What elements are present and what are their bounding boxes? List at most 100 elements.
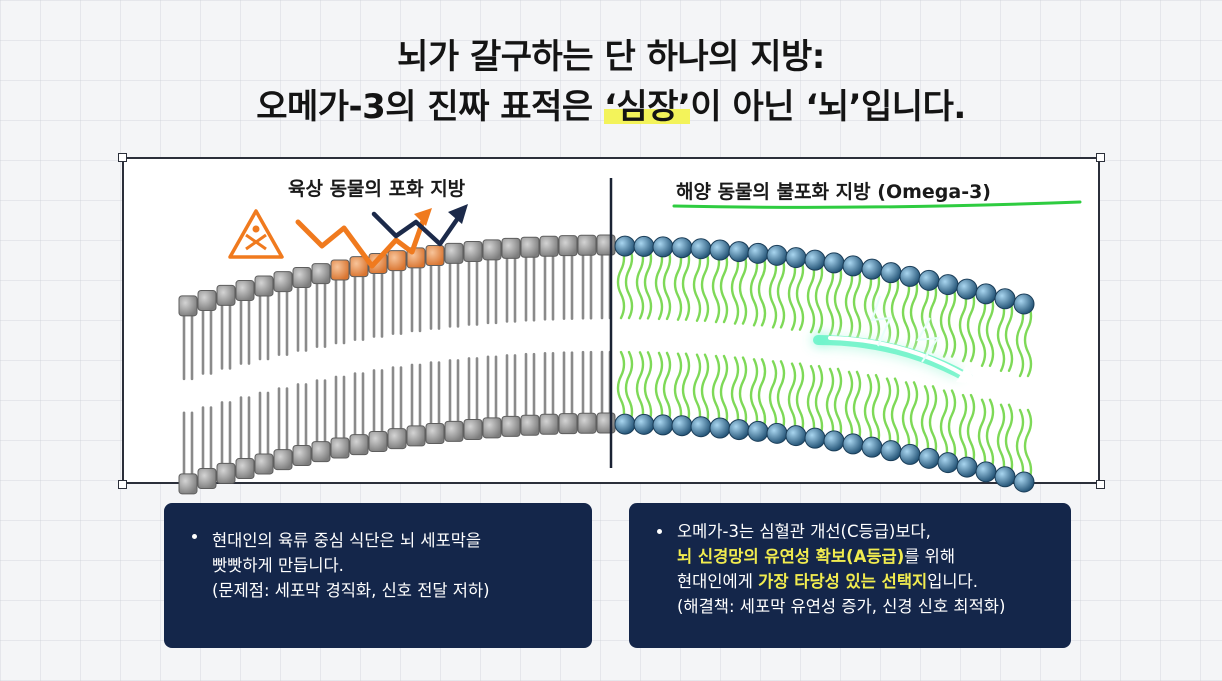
bullet-dot	[192, 534, 197, 539]
omega3-head	[785, 425, 807, 447]
omega3-head	[671, 415, 693, 437]
omega3-tail	[890, 377, 900, 452]
omega3-head	[728, 241, 750, 263]
saturated-head	[501, 415, 521, 437]
saturated-head	[482, 239, 502, 261]
omega3-head	[823, 252, 845, 274]
omega3-tail	[890, 271, 900, 346]
saturated-head	[197, 467, 217, 489]
omega3-head	[937, 452, 959, 474]
headline-line-2-start: 오메가-3의 진짜 표적은	[256, 87, 604, 127]
omega3-tail	[996, 403, 1006, 478]
solution-line-2-end: 를 위해	[904, 547, 956, 566]
saturated-head	[273, 449, 293, 471]
saturated-head	[216, 462, 236, 484]
solution-highlight-2: 가장 타당성 있는 선택지	[758, 572, 928, 591]
omega3-head	[747, 242, 769, 264]
omega3-head	[671, 237, 693, 259]
solution-line-3-end: 입니다.	[927, 572, 978, 591]
omega3-tail	[662, 245, 672, 321]
omega3-tail	[795, 362, 805, 437]
saturated-head	[235, 458, 255, 480]
omega3-tail	[814, 364, 824, 440]
saturated-head	[596, 234, 616, 256]
omega3-tail	[719, 354, 729, 430]
omega3-tail	[909, 381, 919, 456]
solution-line-2: 뇌 신경망의 유연성 확보(A등급)를 위해	[677, 544, 1051, 569]
omega3-head	[747, 420, 769, 442]
solution-line-3-start: 현대인에게	[677, 572, 759, 591]
trend-arrows-icon	[295, 204, 468, 269]
omega3-head	[937, 274, 959, 296]
saturated-head	[596, 412, 616, 434]
warning-triangle-icon	[228, 209, 284, 259]
omega3-head	[861, 258, 883, 280]
omega3-head	[728, 419, 750, 441]
omega3-tail	[901, 381, 911, 456]
omega3-tail	[681, 352, 691, 427]
omega3-tail	[1015, 302, 1025, 378]
omega3-tails	[616, 244, 1033, 484]
omega3-tail	[947, 389, 957, 464]
frame-handle-top-left[interactable]	[118, 153, 127, 162]
omega3-head	[994, 466, 1016, 488]
saturated-head	[349, 434, 369, 456]
omega3-head	[861, 436, 883, 458]
headline-highlight: ‘심장’	[604, 87, 691, 127]
omega3-tail	[635, 245, 645, 320]
omega3-tail	[643, 245, 653, 320]
omega3-tail	[939, 283, 949, 358]
omega3-head	[633, 413, 655, 435]
omega3-tail	[814, 258, 824, 334]
saturated-head	[254, 275, 274, 297]
saturated-head	[292, 444, 312, 466]
omega3-tail	[928, 385, 938, 460]
omega3-tail	[825, 367, 835, 443]
saturated-head	[330, 437, 350, 459]
omega3-head	[842, 255, 864, 277]
saturated-head	[425, 245, 445, 267]
saturated-head	[539, 413, 559, 435]
omega3-tail	[749, 358, 759, 433]
omega3-head	[880, 440, 902, 462]
omega3-tail	[616, 244, 626, 320]
omega3-tail	[700, 247, 710, 322]
frame-handle-top-right[interactable]	[1096, 153, 1105, 162]
omega3-tail	[757, 358, 767, 433]
solution-text: 오메가-3는 심혈관 개선(C등급)보다, 뇌 신경망의 유연성 확보(A등급)…	[663, 519, 1051, 619]
omega3-head	[918, 447, 940, 469]
omega3-tail	[977, 398, 987, 474]
omega3-tail	[662, 351, 672, 427]
frame-handle-bottom-right[interactable]	[1096, 480, 1105, 489]
omega3-tail	[958, 287, 968, 363]
omega3-tail	[738, 250, 748, 325]
omega3-head	[652, 414, 674, 436]
omega3-tail	[863, 373, 873, 449]
omega3-tail	[719, 248, 729, 324]
omega3-head	[785, 247, 807, 269]
problem-text: 현대인의 육류 중심 식단은 뇌 세포막을 빳빳하게 만듭니다. (문제점: 세…	[198, 528, 572, 603]
omega3-head	[975, 283, 997, 305]
omega3-tail	[749, 252, 759, 327]
omega3-head	[899, 265, 921, 287]
lightning-arrow-icon	[813, 295, 978, 384]
saturated-head	[349, 256, 369, 278]
omega3-head	[842, 433, 864, 455]
omega3-head	[918, 269, 940, 291]
omega3-tail	[996, 297, 1006, 372]
saturated-heads	[178, 234, 616, 495]
omega3-tail	[654, 351, 664, 427]
omega3-tail	[673, 246, 683, 321]
omega3-tail	[1004, 297, 1014, 372]
omega3-tail	[985, 398, 995, 474]
omega3-head	[633, 235, 655, 257]
omega3-tail	[624, 244, 634, 320]
saturated-head	[520, 414, 540, 436]
bullet-dot	[657, 529, 662, 534]
problem-line-3: (문제점: 세포막 경직화, 신호 전달 저하)	[212, 581, 490, 600]
omega3-heads	[614, 235, 1035, 493]
frame-handle-bottom-left[interactable]	[118, 480, 127, 489]
omega3-tail	[692, 247, 702, 322]
saturated-head	[178, 295, 198, 317]
